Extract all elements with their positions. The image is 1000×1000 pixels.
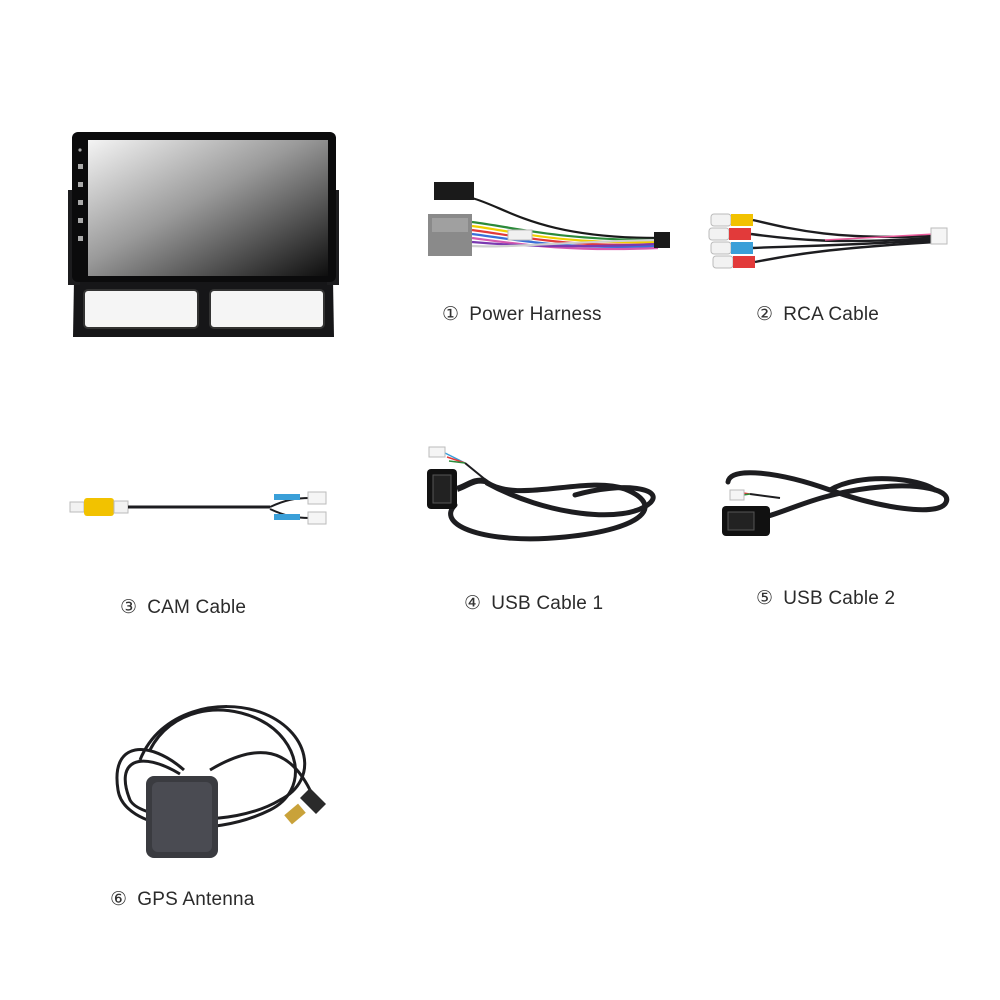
cam-cable-image xyxy=(69,491,327,525)
number-badge: ④ xyxy=(464,592,482,614)
caption-label: CAM Cable xyxy=(147,597,247,618)
number-badge: ② xyxy=(756,303,774,325)
usb-cable-1-image xyxy=(427,446,656,542)
number-badge: ① xyxy=(442,303,460,325)
caption-label: Power Harness xyxy=(469,304,602,325)
caption-usb-cable-2: ⑤ USB Cable 2 xyxy=(756,587,895,610)
usb-cable-2-image xyxy=(722,470,950,536)
gps-antenna-image xyxy=(115,705,326,858)
number-badge: ③ xyxy=(120,596,138,618)
caption-cam-cable: ③ CAM Cable xyxy=(120,596,246,619)
rca-cable-image xyxy=(708,213,948,269)
number-badge: ⑤ xyxy=(756,587,774,609)
head-unit-image xyxy=(68,132,339,337)
caption-label: GPS Antenna xyxy=(137,889,255,910)
caption-label: RCA Cable xyxy=(783,304,880,325)
caption-label: USB Cable 1 xyxy=(491,593,604,614)
caption-usb-cable-1: ④ USB Cable 1 xyxy=(464,592,603,615)
number-badge: ⑥ xyxy=(110,888,128,910)
caption-label: USB Cable 2 xyxy=(783,588,896,609)
power-harness-image xyxy=(428,182,670,256)
caption-rca-cable: ② RCA Cable xyxy=(756,303,879,326)
caption-power-harness: ① Power Harness xyxy=(442,303,602,326)
caption-gps-antenna: ⑥ GPS Antenna xyxy=(110,888,255,911)
